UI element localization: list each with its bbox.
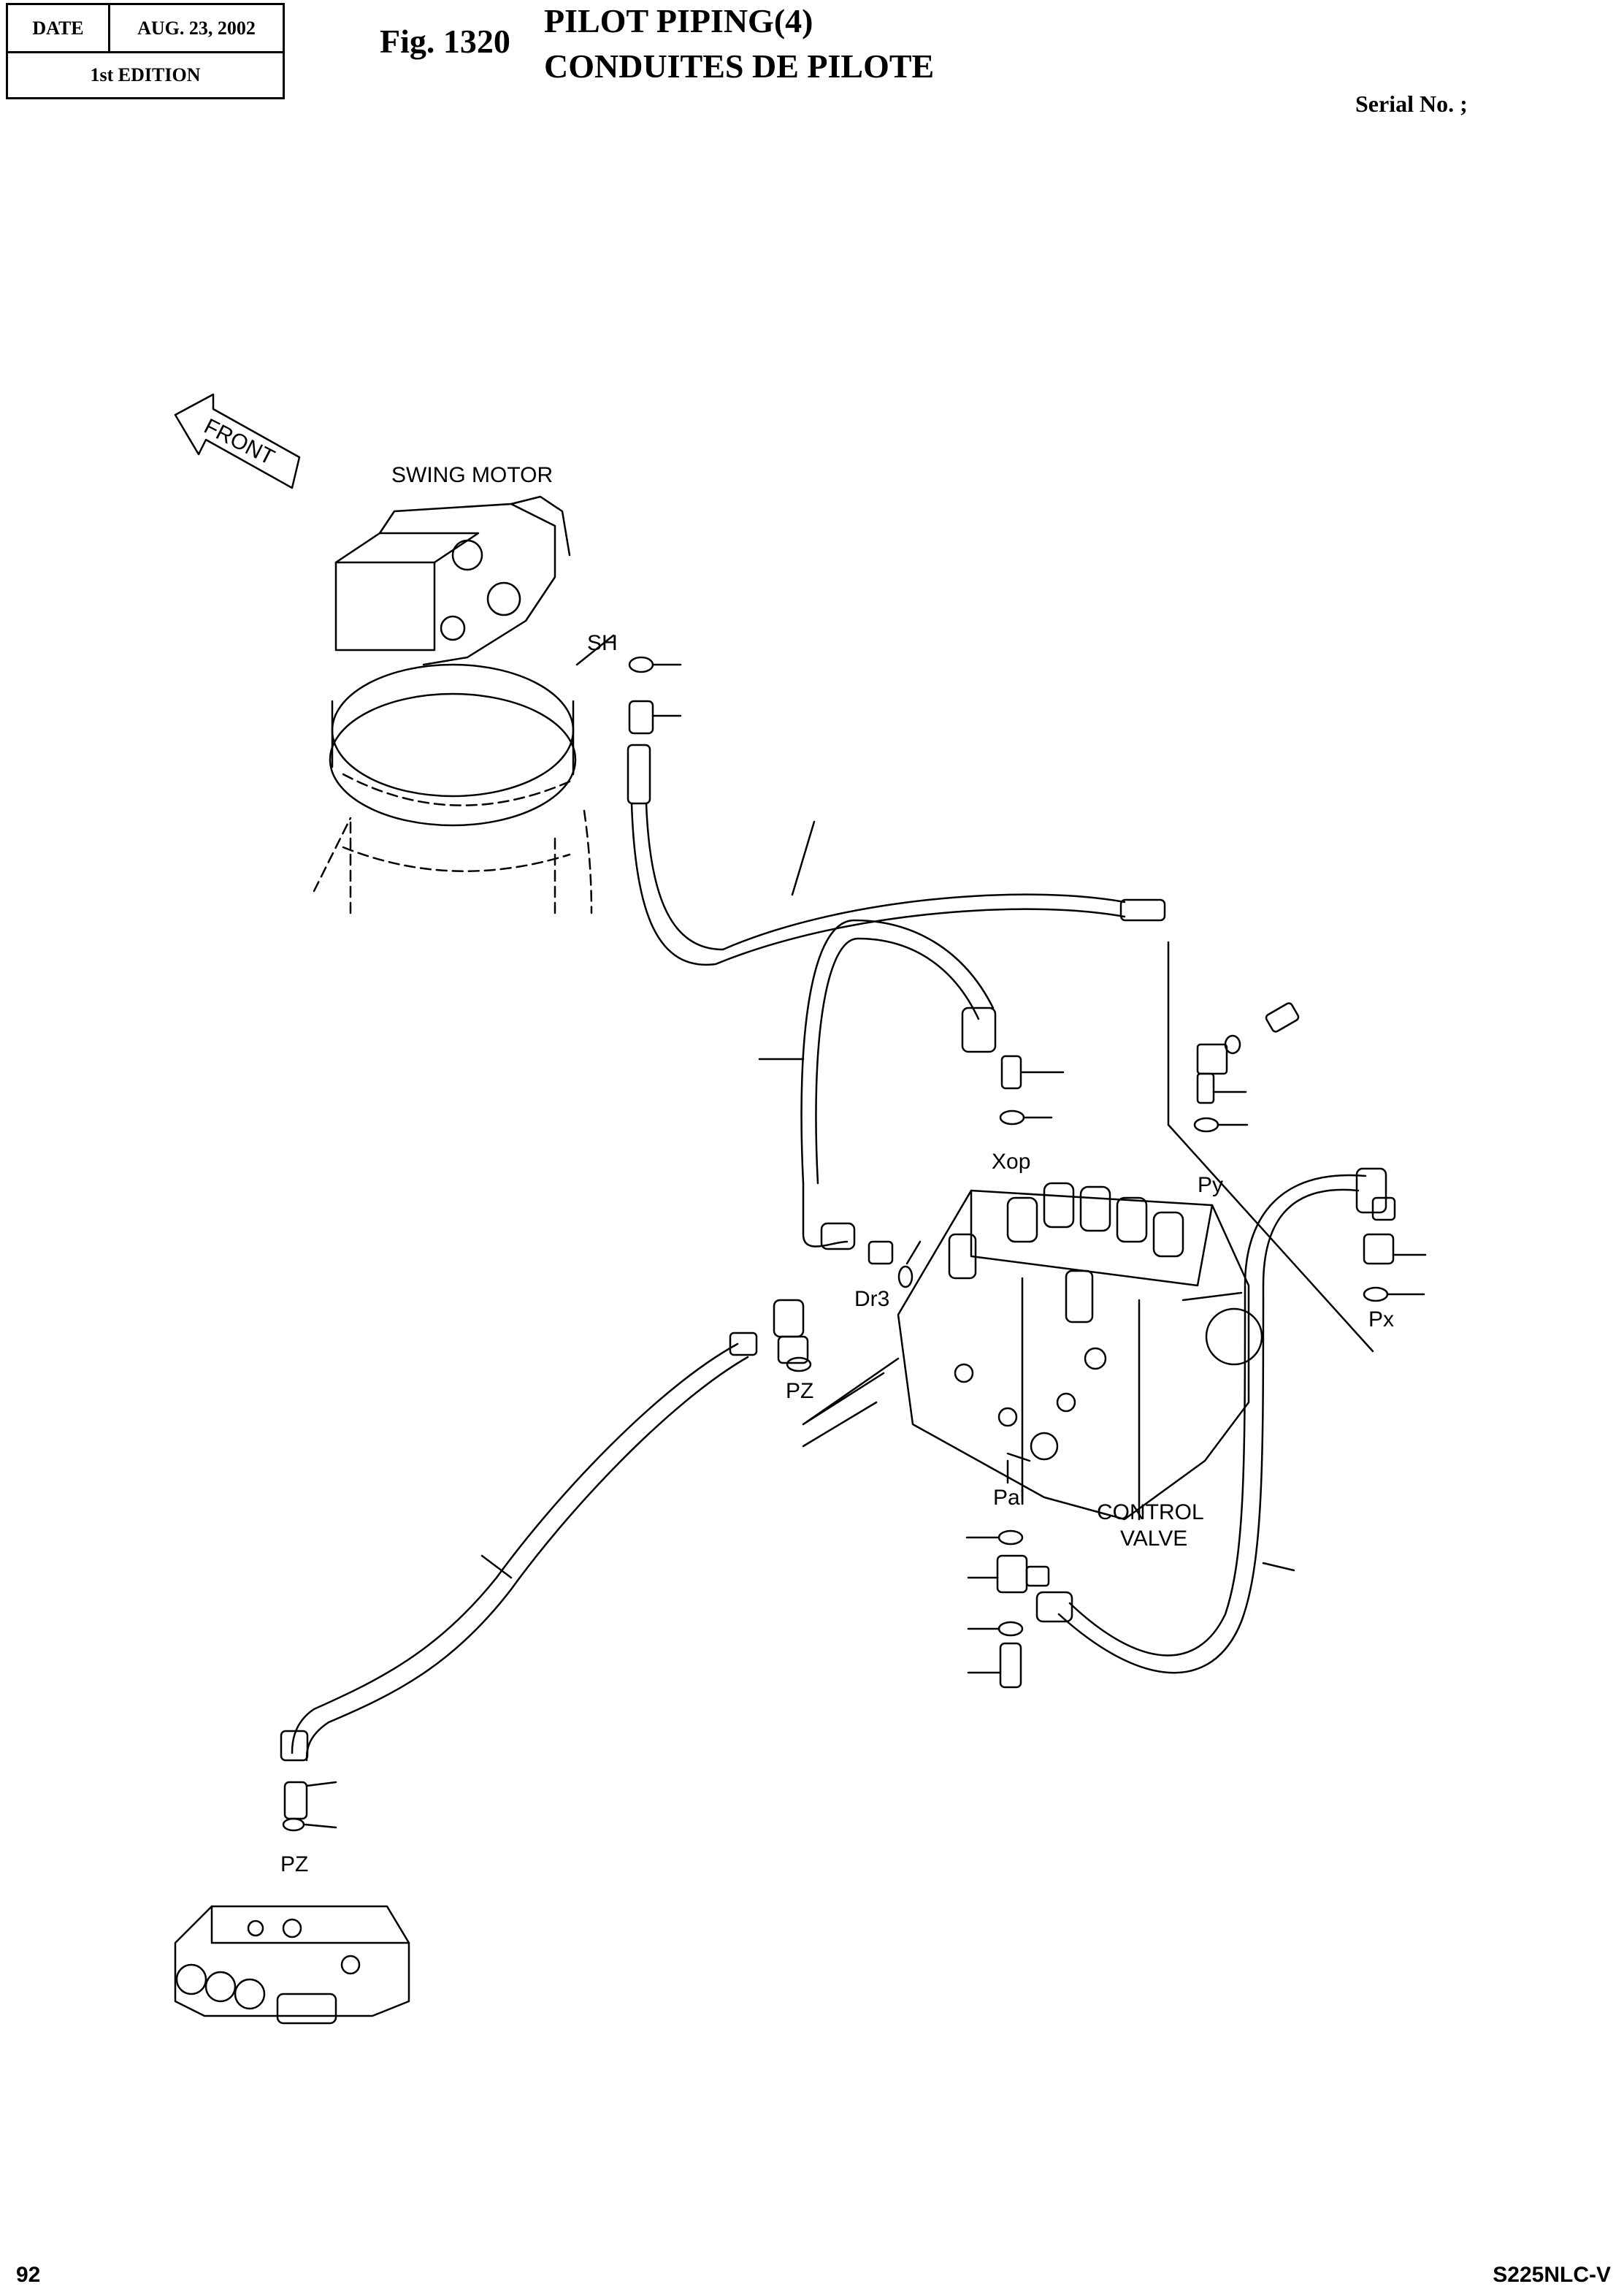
revision-box: DATE AUG. 23, 2002 1st EDITION: [6, 3, 285, 99]
dr3-leader: [905, 1240, 922, 1265]
figure-number: Fig. 1320: [380, 23, 510, 60]
model-number: S225NLC-V: [1493, 2263, 1611, 2287]
control-valve-label-2: VALVE: [1120, 1527, 1187, 1551]
title-english: PILOT PIPING(4): [544, 2, 813, 39]
hose-px: [1057, 1167, 1427, 1674]
hose-sh-to-py: [627, 744, 1166, 966]
xop-port-label: Xop: [992, 1150, 1030, 1174]
pal-port-label: Pal: [993, 1486, 1024, 1510]
pz-upper-label: PZ: [786, 1379, 813, 1403]
control-valve: [897, 1182, 1263, 1521]
edition-label: 1st EDITION: [90, 64, 201, 85]
dr3-port-label: Dr3: [854, 1287, 889, 1311]
date-label: DATE: [8, 5, 110, 51]
revision-row: DATE AUG. 23, 2002: [8, 5, 283, 53]
serial-number: Serial No. ;: [1355, 91, 1468, 117]
swing-motor-label: SWING MOTOR: [391, 463, 553, 487]
pal-fittings: [965, 1459, 1073, 1689]
page-number: 92: [16, 2263, 41, 2287]
pz-lower-label: PZ: [280, 1852, 308, 1876]
title-french: CONDUITES DE PILOTE: [544, 47, 935, 85]
pz-leader: [802, 1401, 878, 1448]
pz-hose: [280, 1299, 900, 1762]
pilot-block: [174, 1781, 410, 2025]
px-port-label: Px: [1368, 1307, 1394, 1332]
hose-xop: [758, 919, 1065, 1288]
date-value: AUG. 23, 2002: [137, 17, 256, 39]
pal-leader: [1006, 1452, 1031, 1462]
control-valve-label-1: CONTROL: [1097, 1500, 1204, 1524]
sh-fittings: [575, 634, 682, 735]
swing-motor: [313, 495, 593, 914]
py-fittings: [1167, 941, 1374, 1353]
py-port-label: Py: [1198, 1173, 1223, 1197]
front-arrow: [174, 393, 301, 489]
sh-port-label: SH: [587, 631, 618, 655]
